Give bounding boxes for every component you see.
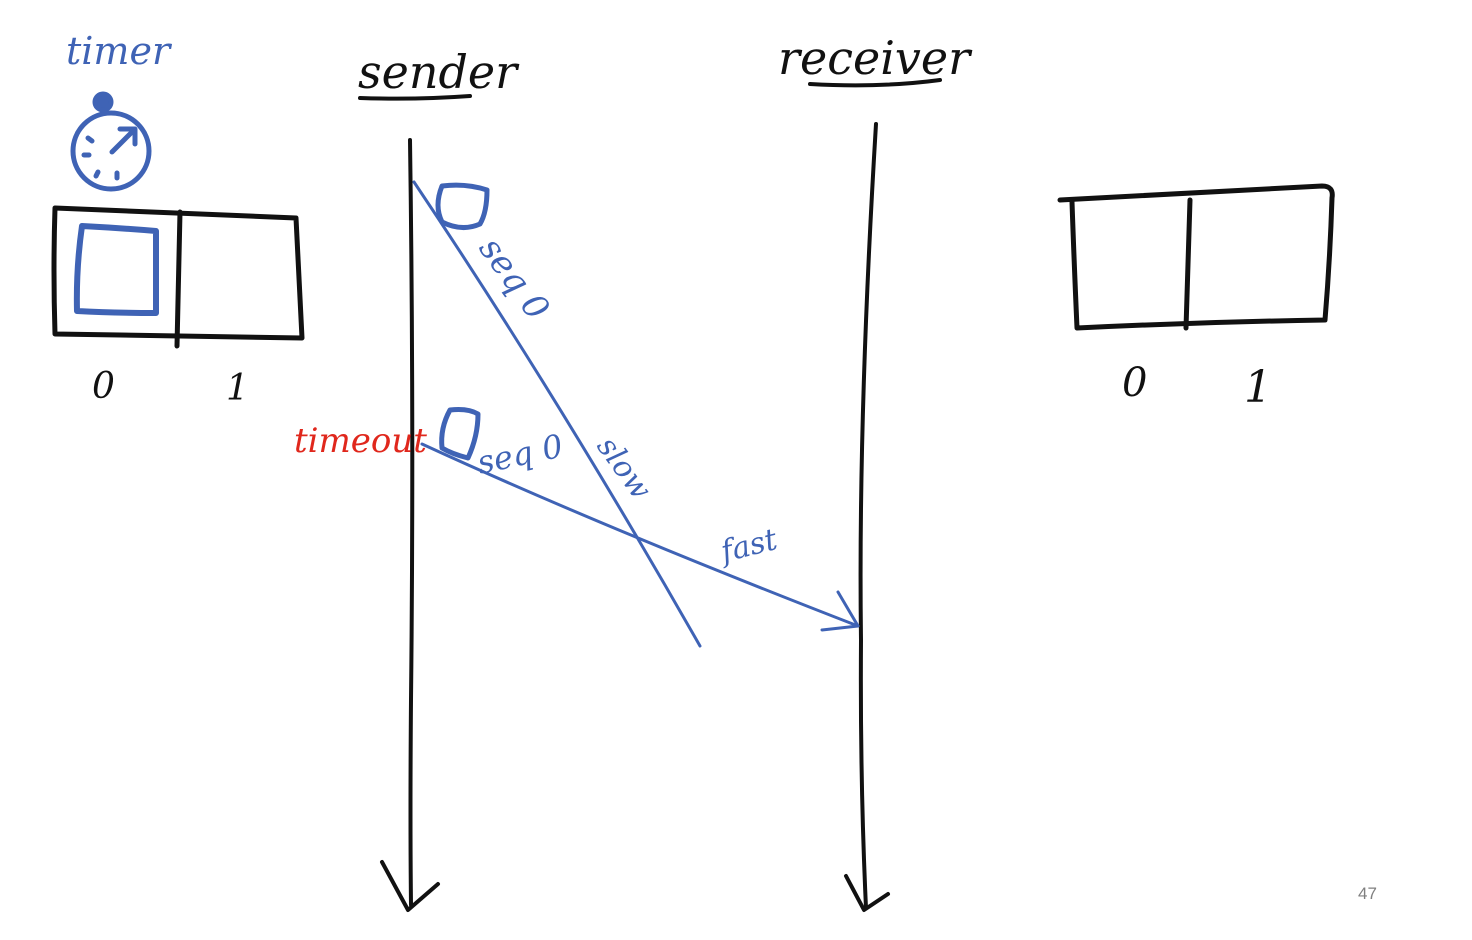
seq-label-second: seq 0: [474, 427, 566, 482]
seq-label-first: seq 0: [471, 230, 557, 328]
fast-packet-arrowhead: [820, 590, 860, 632]
receiver-buffer-divider: [1183, 197, 1193, 331]
slow-packet-path: [412, 180, 702, 648]
fast-packet-path: [420, 442, 860, 628]
receiver-timeline: [844, 122, 890, 912]
sender-label-underline: [358, 94, 472, 101]
stopwatch-icon: [70, 91, 152, 192]
sender-buffer-packet-icon: [73, 223, 160, 316]
slow-label: slow: [590, 430, 659, 506]
sender-buffer-divider: [174, 209, 183, 349]
fast-label: fast: [716, 522, 782, 570]
receiver-label-underline: [808, 78, 942, 88]
timer-label: timer: [66, 29, 173, 73]
sender-buffer-frame: [51, 205, 305, 341]
receiver-label: receiver: [778, 31, 973, 85]
sender-timeline: [380, 138, 440, 912]
sender-timeline-arrowhead: [380, 860, 440, 912]
packet-square-icon: [435, 182, 490, 230]
sender-slot-label-1: 1: [226, 368, 249, 409]
packet-square-icon: [439, 407, 481, 461]
sender-label: sender: [358, 45, 520, 99]
receiver-slot-label-1: 1: [1244, 362, 1272, 413]
sender-slot-label-0: 0: [92, 366, 115, 407]
receiver-timeline-arrowhead: [844, 874, 890, 912]
receiver-buffer: 0 1: [1057, 183, 1335, 413]
packet-slow: seq 0 slow: [412, 180, 702, 648]
receiver-slot-label-0: 0: [1122, 360, 1147, 406]
sender-buffer: 0 1: [51, 205, 305, 409]
page-number: 47: [1358, 884, 1377, 903]
packet-fast: seq 0 fast: [420, 407, 860, 632]
receiver-buffer-frame: [1057, 183, 1335, 331]
timeout-label: timeout: [294, 421, 427, 461]
